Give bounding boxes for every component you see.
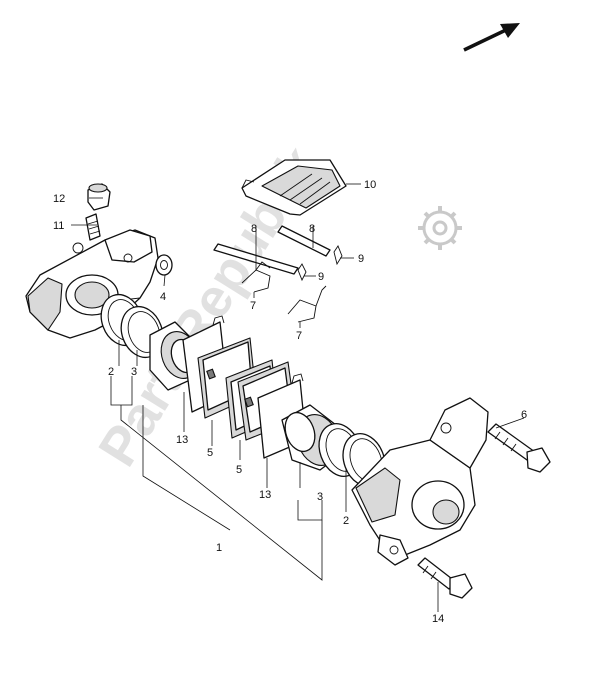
pad-spring-10 bbox=[241, 159, 347, 216]
bleeder-screw bbox=[85, 213, 101, 241]
callout-13-left: 13 bbox=[176, 434, 188, 446]
callout-2-right: 2 bbox=[343, 515, 349, 527]
callout-8-right: 8 bbox=[309, 223, 315, 235]
callout-6: 6 bbox=[521, 409, 527, 421]
callout-labels: 1 2 2 3 3 4 5 5 6 7 7 8 8 9 9 10 11 12 1… bbox=[53, 179, 527, 625]
callout-14: 14 bbox=[432, 613, 444, 625]
callout-5-right: 5 bbox=[236, 464, 242, 476]
direction-arrow-icon bbox=[463, 23, 520, 52]
callout-4: 4 bbox=[160, 291, 166, 303]
callout-1: 1 bbox=[216, 542, 222, 554]
callout-11: 11 bbox=[53, 220, 64, 232]
pad-pin-8-right bbox=[277, 225, 331, 257]
pin-clip-9-left bbox=[297, 263, 307, 282]
callout-8-left: 8 bbox=[251, 223, 257, 235]
callout-9-right: 9 bbox=[358, 253, 364, 265]
mounting-bolt-6 bbox=[487, 423, 551, 473]
callout-12: 12 bbox=[53, 193, 65, 205]
callout-7-right: 7 bbox=[296, 330, 302, 342]
callout-5-left: 5 bbox=[207, 447, 213, 459]
leader-lines bbox=[71, 183, 525, 612]
callout-10: 10 bbox=[364, 179, 376, 191]
callout-2-left: 2 bbox=[108, 366, 114, 378]
caliper-half-right bbox=[351, 397, 489, 566]
pin-clip-9-right bbox=[333, 245, 343, 266]
bleeder-cap bbox=[87, 183, 111, 211]
washer-4 bbox=[155, 254, 173, 276]
callout-9-left: 9 bbox=[318, 271, 324, 283]
callout-7-left: 7 bbox=[250, 300, 256, 312]
callout-3-left: 3 bbox=[131, 366, 137, 378]
anti-rattle-spring-7-right bbox=[287, 285, 327, 323]
mounting-bolt-14 bbox=[417, 557, 473, 599]
anti-rattle-spring-7-left bbox=[241, 261, 271, 293]
callout-3-right: 3 bbox=[317, 491, 323, 503]
callout-13-right: 13 bbox=[259, 489, 271, 501]
